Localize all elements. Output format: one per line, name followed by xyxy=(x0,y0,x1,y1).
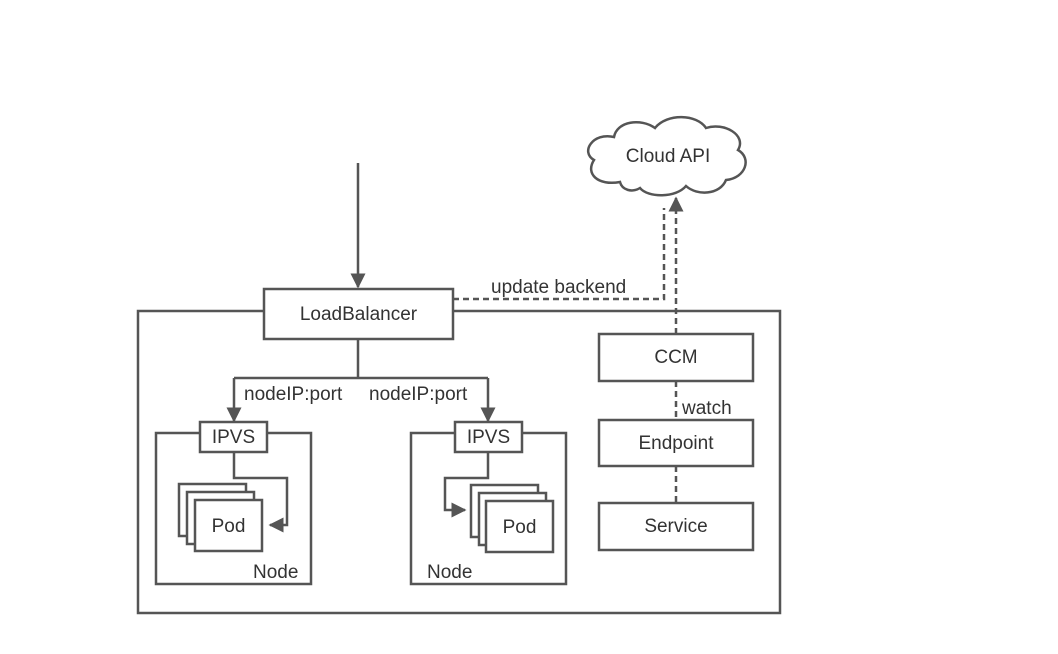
service-label: Service xyxy=(644,516,707,537)
endpoint: Endpoint xyxy=(597,418,755,468)
node-port-right-label: nodeIP:port xyxy=(369,384,468,405)
ipvs-box xyxy=(453,420,524,454)
node-label: Node xyxy=(253,562,298,583)
service: Service xyxy=(597,501,755,552)
ipvs-label: IPVS xyxy=(212,427,255,448)
ipvs-box xyxy=(198,420,269,454)
endpoint-label: Endpoint xyxy=(638,433,714,454)
pod-box xyxy=(193,498,264,553)
cluster-frame xyxy=(136,309,782,615)
ccm-box xyxy=(597,332,755,383)
ccm: CCM xyxy=(597,332,755,383)
load-balancer: LoadBalancer xyxy=(262,287,455,341)
node-port-left-label: nodeIP:port xyxy=(244,384,343,405)
ipvs-label: IPVS xyxy=(467,427,510,448)
pod-label: Pod xyxy=(503,517,537,538)
load-balancer-box xyxy=(262,287,455,341)
pod-label: Pod xyxy=(212,516,246,537)
cloud-api-label: Cloud API xyxy=(626,146,711,167)
endpoint-box xyxy=(597,418,755,468)
update-backend-link xyxy=(453,208,666,301)
watch-label: watch xyxy=(681,398,732,419)
node-right: IPVS Pod Node xyxy=(409,420,568,586)
node-label: Node xyxy=(427,562,472,583)
pod-box xyxy=(484,499,555,554)
service-box xyxy=(597,501,755,552)
cloud-api: Cloud API xyxy=(587,115,747,197)
node-left: IPVS Pod Node xyxy=(154,420,313,586)
ipvs-to-pod-arrow xyxy=(443,452,490,518)
ccm-label: CCM xyxy=(654,347,697,368)
ipvs-to-pod-arrow xyxy=(232,452,289,533)
update-backend-label: update backend xyxy=(491,277,626,298)
cloud-shape xyxy=(587,115,747,197)
load-balancer-label: LoadBalancer xyxy=(300,304,418,325)
